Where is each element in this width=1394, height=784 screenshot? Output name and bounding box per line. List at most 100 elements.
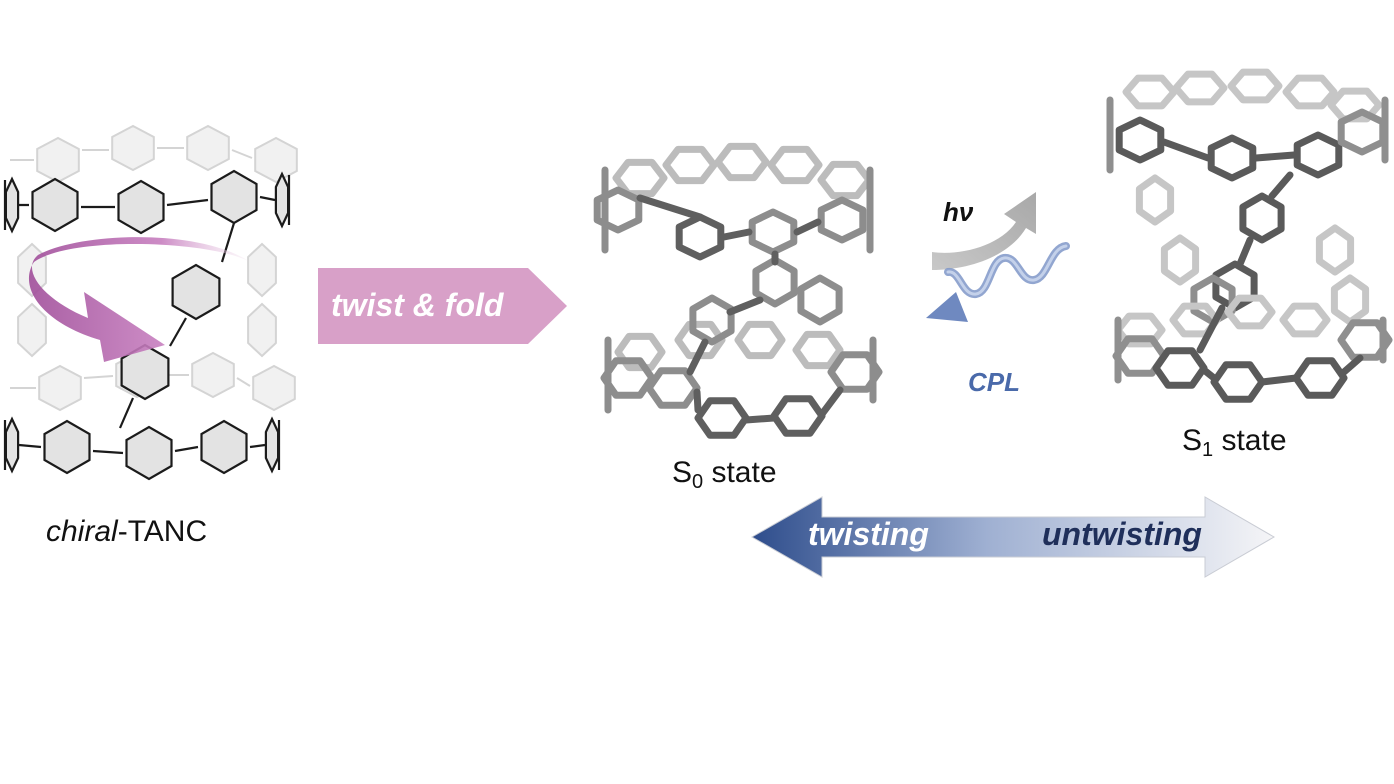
molecule-label-rest: -TANC xyxy=(117,515,208,548)
stick-ring xyxy=(770,395,826,437)
twisting-label: twisting xyxy=(808,516,929,552)
stick-ring xyxy=(1115,116,1165,164)
stick-bond xyxy=(793,218,822,236)
stick-ring xyxy=(1315,224,1355,276)
twist-fold-arrow xyxy=(318,268,567,344)
stick-ring xyxy=(1337,319,1393,361)
front-hexagon-edge xyxy=(4,176,20,234)
stick-bond xyxy=(1252,151,1298,162)
stick-ring xyxy=(748,208,798,256)
front-hexagon xyxy=(31,177,79,233)
stick-ring xyxy=(1293,131,1343,179)
stick-ring xyxy=(797,274,843,326)
twist-fold-label: twist & fold xyxy=(331,287,504,323)
stick-bond xyxy=(1258,374,1300,386)
stick-bond xyxy=(742,414,778,424)
stick-ring xyxy=(817,160,873,200)
stick-ring xyxy=(767,145,823,185)
front-hexagon-edge xyxy=(274,171,290,229)
stick-ring xyxy=(792,330,844,370)
stick-ring xyxy=(1227,68,1283,104)
stick-ring xyxy=(600,357,656,399)
back-hexagon xyxy=(38,364,82,412)
molecule-label-italic: chiral xyxy=(46,515,118,548)
linker-hexagon xyxy=(120,343,170,401)
stick-ring xyxy=(1239,192,1285,244)
stick-ring xyxy=(1210,361,1266,403)
back-hexagon xyxy=(252,364,296,412)
s0-rest: state xyxy=(703,456,777,489)
stick-bond xyxy=(686,338,709,376)
hv-arrow xyxy=(932,192,1036,270)
s1-sub: 1 xyxy=(1202,439,1214,461)
stick-ring xyxy=(1172,70,1228,106)
side-hexagon xyxy=(247,242,277,298)
stick-ring xyxy=(675,213,725,261)
s0-sub: 0 xyxy=(692,471,704,493)
stick-ring xyxy=(734,320,786,360)
front-hexagon xyxy=(210,169,258,225)
stick-bond xyxy=(1196,304,1226,354)
stick-bond xyxy=(818,386,844,418)
front-hexagon xyxy=(200,419,248,475)
stick-ring xyxy=(1135,174,1175,226)
stick-ring xyxy=(1207,134,1257,182)
chiral-tanc-schematic xyxy=(3,124,298,481)
stick-ring xyxy=(714,142,770,182)
back-hexagon xyxy=(186,124,230,172)
stick-ring xyxy=(694,397,750,439)
stick-ring xyxy=(1160,234,1200,286)
front-hexagon-edge xyxy=(4,416,20,474)
s0-state-label: S0 state xyxy=(672,456,777,494)
stick-ring xyxy=(1122,74,1178,110)
stick-ring xyxy=(645,367,701,409)
stick-ring xyxy=(1152,347,1208,389)
back-hexagon xyxy=(254,136,298,184)
stick-ring xyxy=(612,158,668,198)
stick-bond xyxy=(693,388,702,414)
stick-ring xyxy=(689,294,735,346)
back-hexagon xyxy=(191,351,235,399)
untwisting-label: untwisting xyxy=(1042,516,1202,552)
back-bonds xyxy=(10,147,253,389)
front-hexagon xyxy=(125,425,173,481)
cpl-wave xyxy=(926,242,1070,322)
front-hexagon xyxy=(117,179,165,235)
hv-label: hν xyxy=(943,197,974,227)
back-hexagon xyxy=(111,124,155,172)
cpl-label: CPL xyxy=(968,367,1020,397)
stick-ring xyxy=(662,145,718,185)
s0-main: S xyxy=(672,456,693,489)
s1-state-label: S1 state xyxy=(1182,424,1287,462)
stick-ring xyxy=(1282,74,1338,110)
stick-bond xyxy=(726,296,764,316)
stick-ring xyxy=(752,256,798,308)
stick-ring xyxy=(1327,87,1383,123)
back-hexagon xyxy=(36,136,80,184)
stick-bond xyxy=(720,228,753,241)
linker-hexagon xyxy=(171,263,221,321)
stick-ring xyxy=(827,351,883,393)
stick-bond xyxy=(636,194,704,221)
front-hexagon-edge xyxy=(264,416,280,474)
s1-rest: state xyxy=(1213,424,1287,457)
stick-ring xyxy=(674,320,726,360)
side-hexagon xyxy=(247,302,277,358)
twist-curl-arrow xyxy=(28,237,251,362)
stick-bond xyxy=(1340,354,1364,376)
stick-ring xyxy=(1279,302,1331,338)
stick-bond xyxy=(1268,171,1294,200)
s0-molecular-model xyxy=(593,142,883,439)
s1-molecular-model xyxy=(1106,68,1393,403)
stick-bond xyxy=(1200,366,1218,382)
molecule-label: chiral-TANC xyxy=(46,515,207,549)
twisting-untwisting-arrow xyxy=(750,496,1275,578)
stick-bond xyxy=(1160,138,1212,162)
stick-ring xyxy=(1292,357,1348,399)
stick-ring xyxy=(1330,274,1370,326)
front-hexagon xyxy=(43,419,91,475)
stick-bond xyxy=(1236,236,1254,268)
s1-main: S xyxy=(1182,424,1203,457)
stick-ring xyxy=(1224,294,1276,330)
